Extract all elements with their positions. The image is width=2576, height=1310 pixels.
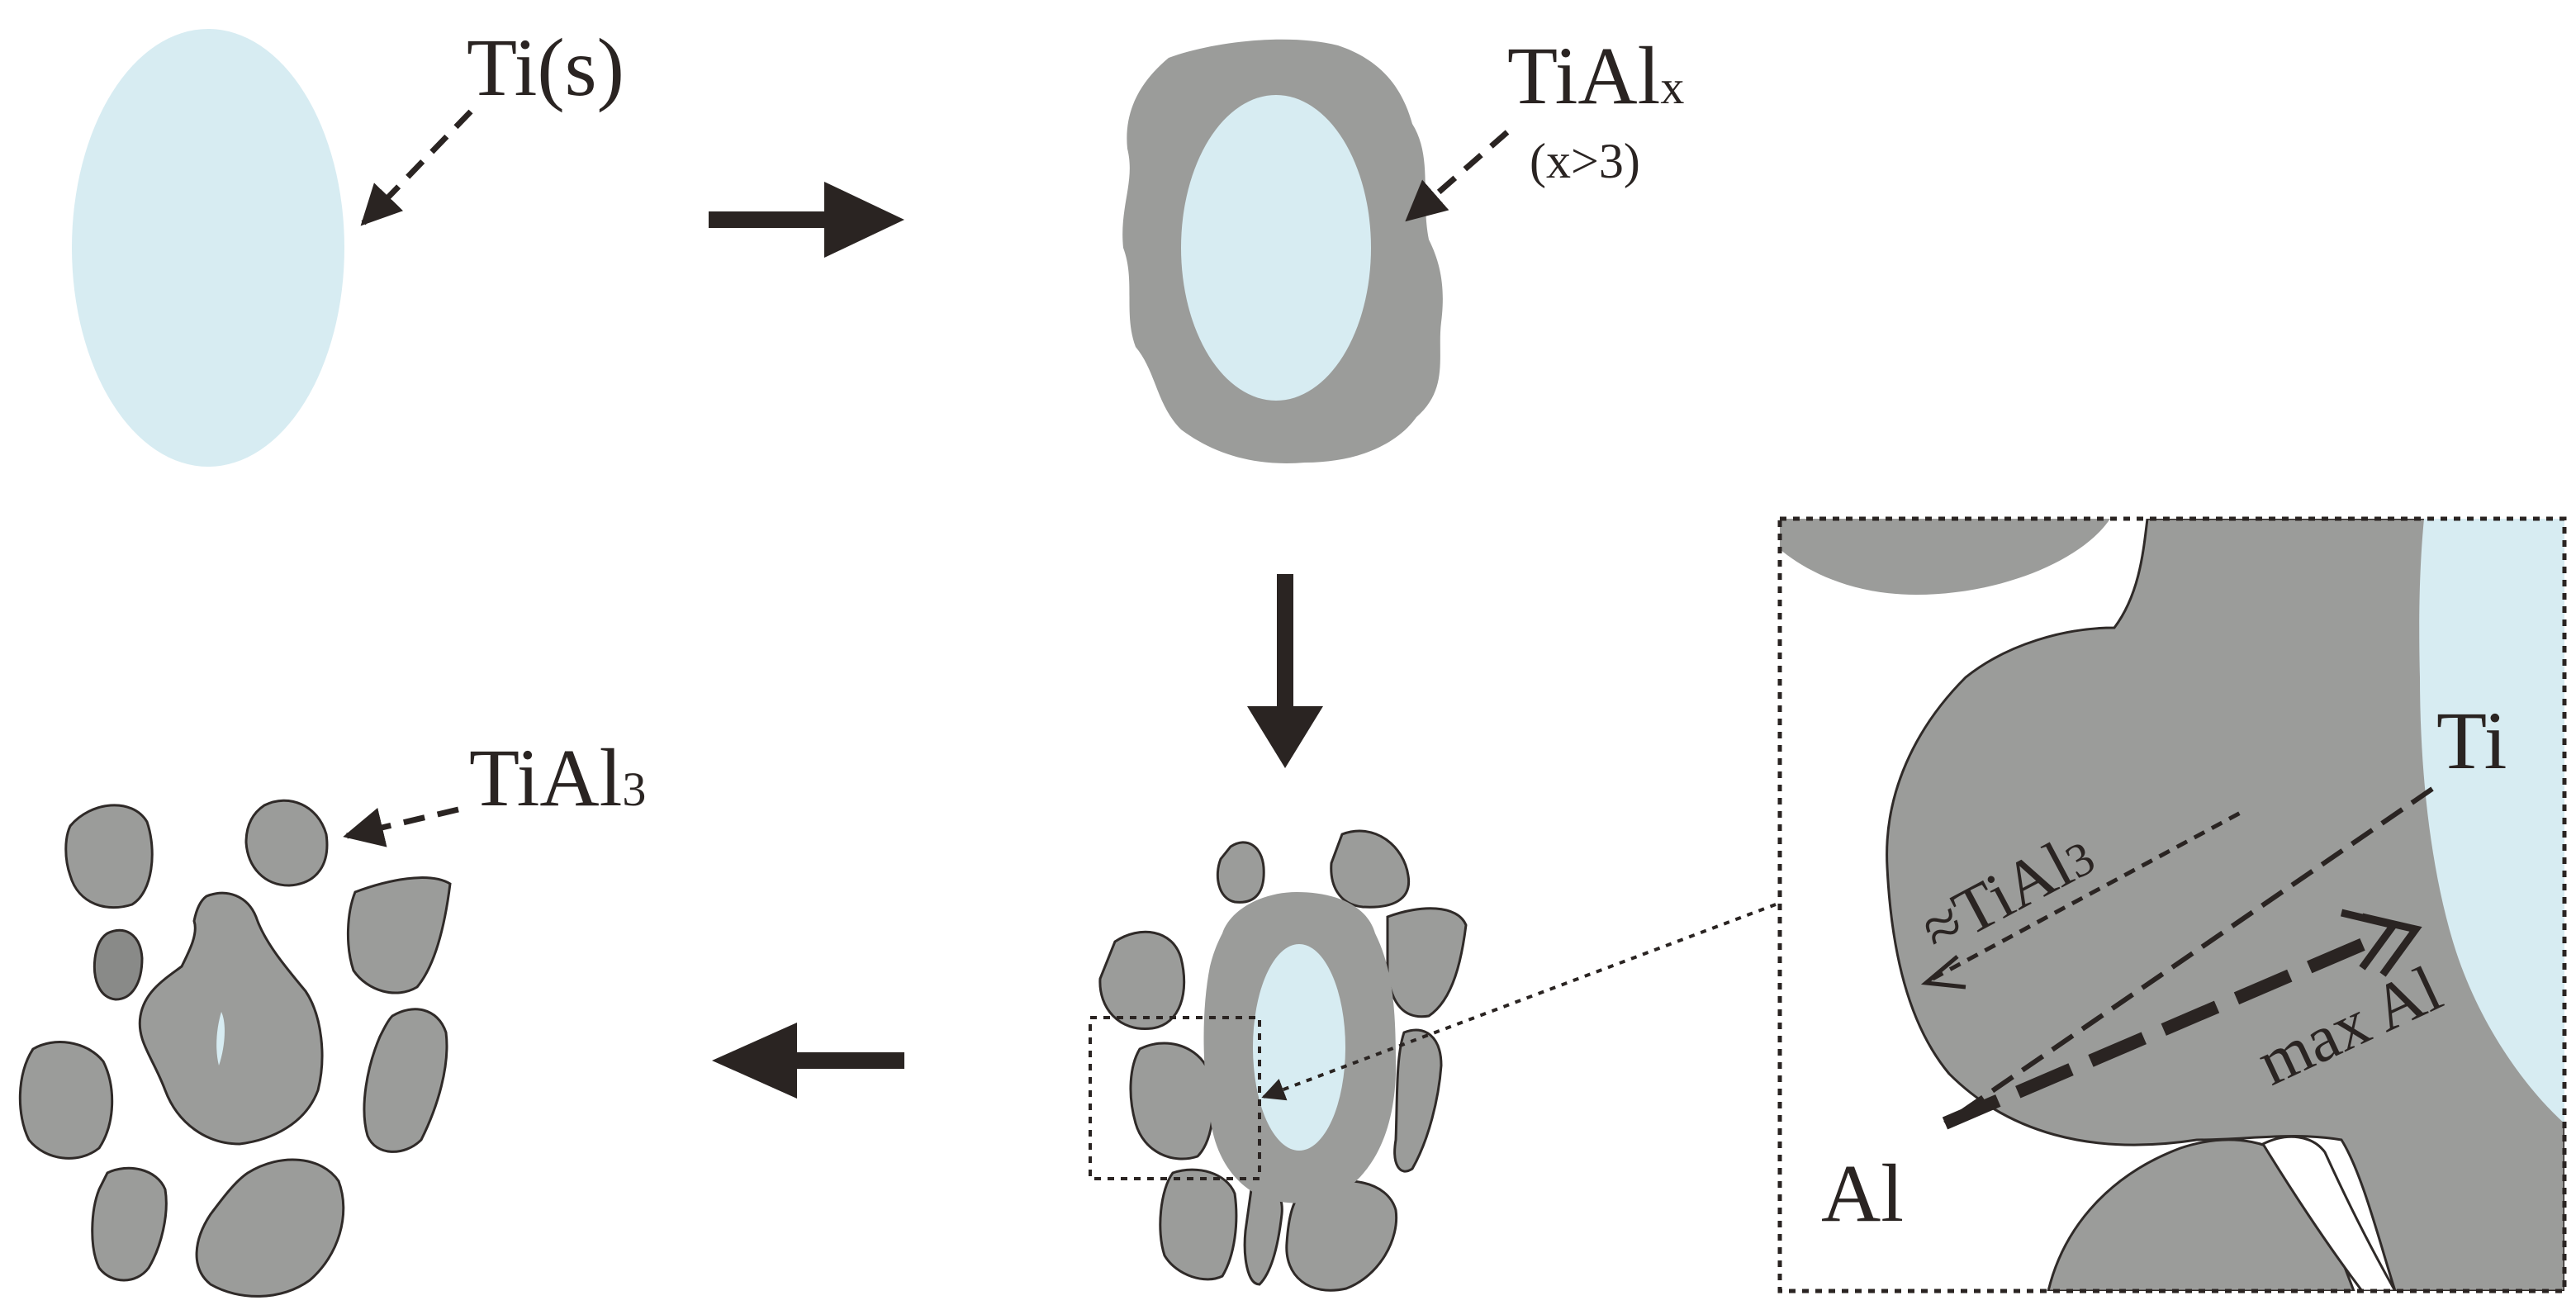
grain bbox=[1330, 829, 1411, 909]
zoom-box-small bbox=[1089, 1016, 1261, 1180]
tialx-condition: (x>3) bbox=[1530, 134, 1640, 188]
grain bbox=[1098, 930, 1186, 1031]
residual-ti bbox=[216, 1012, 225, 1066]
inset-ti-label: Ti bbox=[2436, 695, 2507, 786]
grain bbox=[244, 799, 329, 887]
grain bbox=[64, 804, 154, 909]
zoom-inset: Ti ≈TiAl3 max Al Al bbox=[1777, 516, 2567, 1293]
grain bbox=[138, 891, 324, 1146]
ti-s-pointer bbox=[360, 109, 473, 226]
grain bbox=[363, 1008, 448, 1153]
grain bbox=[1285, 1179, 1398, 1292]
diffusion-line bbox=[1943, 786, 2434, 1126]
grain bbox=[1216, 841, 1265, 904]
grain bbox=[93, 928, 144, 1001]
tialx-pointer bbox=[1405, 130, 1510, 222]
stage-3-spalling bbox=[1089, 829, 1777, 1292]
ti-ellipse bbox=[72, 29, 344, 467]
inset-al-label: Al bbox=[1821, 1147, 1904, 1239]
spalling-core bbox=[1253, 944, 1345, 1151]
tialx-label: TiAlx bbox=[1507, 30, 1684, 121]
grain bbox=[1386, 907, 1468, 1018]
ti-s-label: Ti(s) bbox=[467, 21, 624, 113]
arrow-left bbox=[712, 1023, 904, 1099]
grain bbox=[91, 1166, 168, 1282]
stage-4-tial3-grains: TiAl3 bbox=[18, 732, 646, 1298]
grain bbox=[1393, 1028, 1443, 1173]
tialx-core bbox=[1181, 95, 1371, 401]
inset-top-grain bbox=[1780, 519, 2110, 595]
grain bbox=[18, 1041, 114, 1160]
arrow-right bbox=[709, 182, 904, 258]
tial3-label: TiAl3 bbox=[469, 732, 646, 823]
arrow-down bbox=[1247, 574, 1323, 768]
grain bbox=[1159, 1168, 1238, 1281]
zoom-box-large bbox=[1777, 516, 2567, 1293]
stage-2-tialx-shell: TiAlx (x>3) bbox=[1122, 30, 1684, 463]
stage-1-ti-particle: Ti(s) bbox=[72, 21, 624, 467]
tial3-pointer bbox=[343, 806, 459, 847]
grain bbox=[195, 1158, 345, 1298]
inset-crack bbox=[2261, 1135, 2397, 1291]
inset-main-grain bbox=[1886, 519, 2564, 1291]
inset-ti-core bbox=[2419, 519, 2564, 1123]
grain bbox=[1129, 1042, 1215, 1160]
zoom-pointer bbox=[1261, 903, 1777, 1101]
grain bbox=[347, 876, 452, 994]
